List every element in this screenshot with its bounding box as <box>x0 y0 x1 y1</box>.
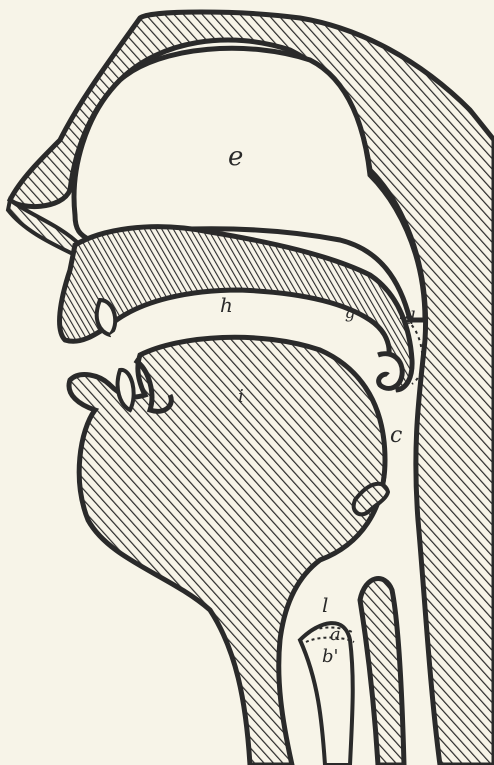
label-l: l <box>322 593 328 617</box>
label-c: c <box>390 423 402 448</box>
upper-incisor <box>97 300 115 335</box>
label-a: a <box>330 624 341 645</box>
label-g: g <box>345 303 355 322</box>
label-d: d <box>404 308 416 329</box>
label-i: i <box>238 386 244 407</box>
label-h: h <box>220 293 233 317</box>
label-b: b' <box>322 646 338 667</box>
label-e: e <box>228 142 243 172</box>
